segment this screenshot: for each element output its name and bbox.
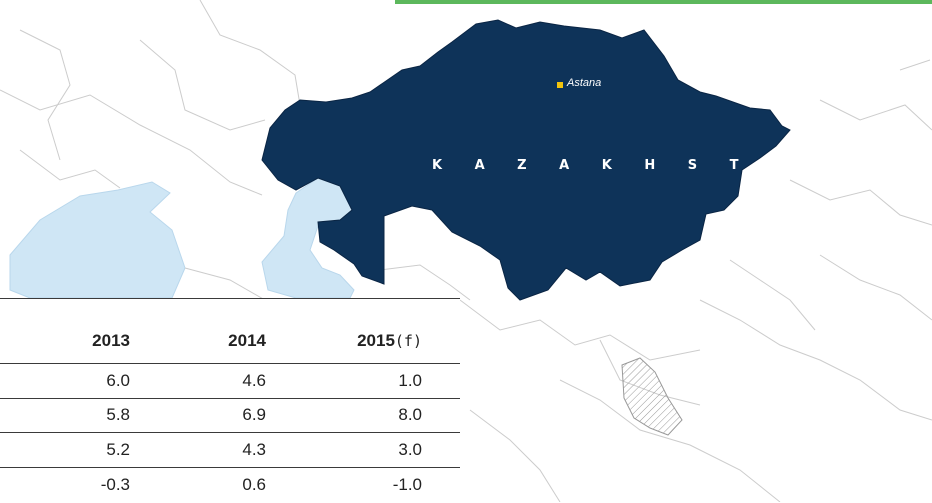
table-cell: 5.8 bbox=[106, 405, 130, 424]
black-sea bbox=[9, 181, 186, 299]
table-cell: 6.0 bbox=[106, 371, 130, 390]
table-cell: 8.0 bbox=[398, 405, 422, 424]
disputed-region bbox=[621, 357, 683, 436]
table-cell: 4.6 bbox=[242, 371, 266, 390]
accent-bar bbox=[395, 0, 932, 4]
table-cell: 3.0 bbox=[398, 440, 422, 459]
capital-label: Astana bbox=[567, 77, 602, 89]
table-row: -0.3 0.6 -1.0 bbox=[0, 468, 460, 502]
header-cell: 2013 bbox=[92, 331, 130, 350]
table-header-row: 2013 2014 2015(f) bbox=[0, 323, 460, 359]
header-cell: 2015(f) bbox=[357, 331, 422, 350]
table-cell: 1.0 bbox=[398, 371, 422, 390]
table-cell: -0.3 bbox=[100, 475, 130, 494]
water-bodies bbox=[9, 177, 355, 299]
kazakhstan-shape bbox=[261, 19, 791, 301]
capital-marker-icon bbox=[557, 82, 563, 88]
table-row: 5.8 6.9 8.0 bbox=[0, 398, 460, 433]
table-cell: 4.3 bbox=[242, 440, 266, 459]
table-cell: 5.2 bbox=[106, 440, 130, 459]
table-cell: 0.6 bbox=[242, 475, 266, 494]
country-label: K A Z A K H S T A N bbox=[432, 158, 839, 173]
table-row: 6.0 4.6 1.0 bbox=[0, 363, 460, 399]
data-table: 2013 2014 2015(f) 6.0 4.6 1.0 5.8 6.9 8.… bbox=[0, 298, 460, 503]
header-cell: 2014 bbox=[228, 331, 266, 350]
table-row: 5.2 4.3 3.0 bbox=[0, 433, 460, 468]
table-cell: -1.0 bbox=[392, 475, 422, 494]
table-cell: 6.9 bbox=[242, 405, 266, 424]
